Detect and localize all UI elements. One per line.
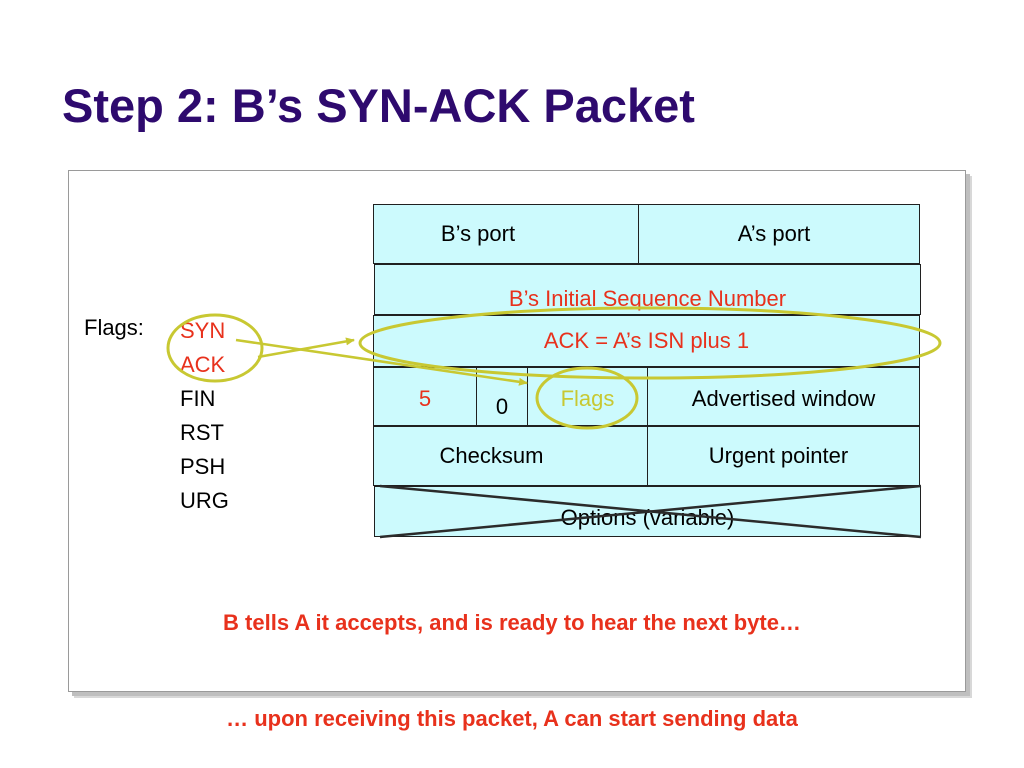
reserved-value: 0 [495,394,509,419]
options-cell: Options (variable) [374,486,921,537]
source-port-label: B’s port [440,221,516,246]
ack-number-label: ACK = A’s ISN plus 1 [543,328,750,353]
caption-accept: B tells A it accepts, and is ready to he… [223,610,801,635]
advertised-window-cell: Advertised window [647,367,920,426]
header-length-cell: 5 [373,367,477,426]
urgent-pointer-label: Urgent pointer [708,443,849,468]
reserved-cell: 0 [476,367,528,426]
flag-ack: ACK [180,352,226,377]
urgent-pointer-cell: Urgent pointer [647,426,920,486]
destination-port-cell: A’s port [638,204,920,264]
ack-number-cell: ACK = A’s ISN plus 1 [373,315,920,367]
checksum-cell: Checksum [373,426,648,486]
flag-rst: RST [180,420,224,445]
flags-cell: Flags [527,367,648,426]
slide-title: Step 2: B’s SYN-ACK Packet [62,79,695,132]
flags-list-label: Flags: [84,315,144,340]
flag-fin: FIN [180,386,216,411]
caption-start-sending: … upon receiving this packet, A can star… [226,706,798,731]
flags-field-label: Flags [560,386,615,411]
destination-port-label: A’s port [737,221,811,246]
sequence-number-label: B’s Initial Sequence Number [508,286,787,311]
flag-psh: PSH [180,454,226,479]
options-label: Options (variable) [560,505,735,530]
sequence-number-cell: B’s Initial Sequence Number [374,264,921,315]
flag-syn: SYN [180,318,226,343]
header-length-value: 5 [418,386,432,411]
source-port-cell: B’s port [373,204,639,264]
flag-urg: URG [180,488,229,513]
checksum-label: Checksum [439,443,544,468]
advertised-window-label: Advertised window [691,386,876,411]
